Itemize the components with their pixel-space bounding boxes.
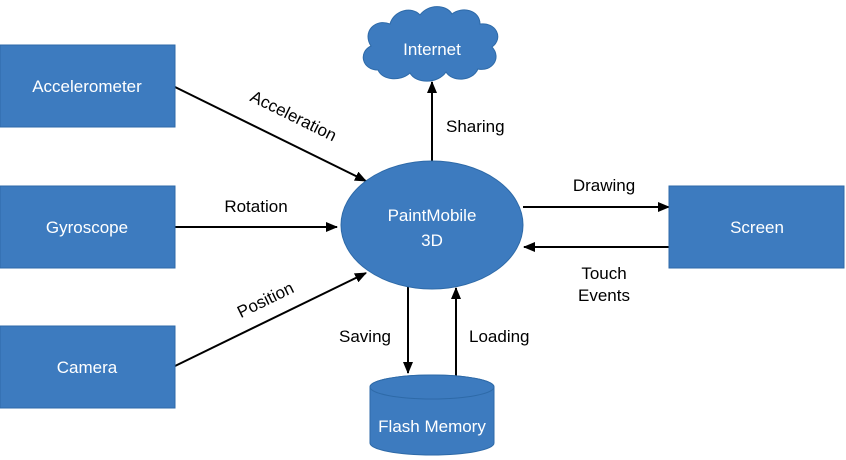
edge-label-sharing: Sharing [446, 117, 505, 136]
node-internet-label: Internet [403, 40, 461, 59]
edge-label-saving: Saving [339, 327, 391, 346]
edge-label-drawing: Drawing [573, 176, 635, 195]
node-accelerometer: Accelerometer [0, 44, 176, 128]
node-camera: Camera [0, 325, 176, 409]
edge-position [174, 272, 367, 367]
node-paintmobile-3d: PaintMobile 3D [340, 160, 524, 290]
edge-label-acceleration: Acceleration [247, 87, 339, 145]
node-flash-memory: Flash Memory [369, 374, 495, 456]
edge-label-position: Position [234, 278, 297, 322]
node-camera-label: Camera [57, 358, 118, 377]
node-internet-cloud: Internet [362, 6, 499, 82]
node-screen: Screen [668, 185, 845, 269]
edge-label-loading: Loading [469, 327, 530, 346]
node-flash-memory-label: Flash Memory [378, 417, 486, 436]
node-gyroscope: Gyroscope [0, 185, 176, 269]
node-paintmobile-label-line1: PaintMobile [388, 206, 477, 225]
node-gyroscope-label: Gyroscope [46, 218, 128, 237]
edge-acceleration [174, 86, 367, 182]
edge-label-touch-line1: Touch [581, 264, 626, 283]
node-screen-label: Screen [730, 218, 784, 237]
node-paintmobile-label-line2: 3D [421, 231, 443, 250]
edge-label-touch-line2: Events [578, 286, 630, 305]
node-accelerometer-label: Accelerometer [32, 77, 142, 96]
edge-label-rotation: Rotation [224, 197, 287, 216]
